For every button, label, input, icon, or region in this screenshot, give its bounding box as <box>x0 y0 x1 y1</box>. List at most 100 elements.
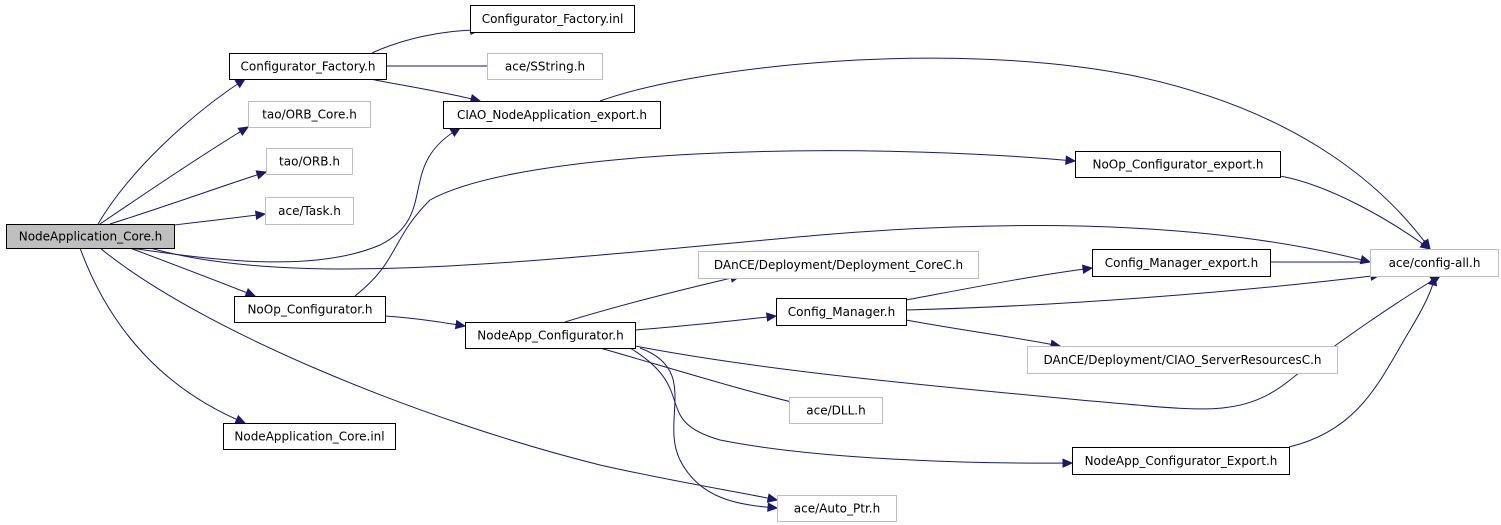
node-label: DAnCE/Deployment/CIAO_ServerResourcesC.h <box>1043 353 1321 367</box>
node-box <box>776 298 907 326</box>
edge-line <box>99 247 778 501</box>
node-ace-auto-ptr-h: ace/Auto_Ptr.h <box>777 495 897 522</box>
node-label: ace/SString.h <box>505 60 585 74</box>
edge-arrowhead <box>766 493 779 503</box>
edge-line <box>634 275 1441 410</box>
edge-arrowhead <box>244 288 257 297</box>
edge-nodeapp_configurator_h-to-config_manager_h <box>634 312 778 331</box>
node-label: Config_Manager_export.h <box>1105 256 1258 270</box>
edge-line <box>905 319 1061 347</box>
node-nodeapplication-core-inl[interactable]: NodeApplication_Core.inl <box>223 423 396 450</box>
node-box <box>6 224 175 249</box>
edge-line <box>173 213 266 226</box>
node-label: ace/DLL.h <box>806 404 865 418</box>
edge-nodeapp_configurator_h-to-dance_deployment_corec_h <box>564 273 742 323</box>
node-box <box>1027 346 1338 374</box>
node-ace-task-h: ace/Task.h <box>265 197 354 225</box>
edge-line <box>354 150 1076 297</box>
node-box <box>698 251 979 279</box>
edge-arrowhead <box>1062 458 1074 468</box>
node-label: NodeApplication_Core.h <box>19 230 163 244</box>
edge-config_manager_h-to-config_manager_export_h <box>905 264 1094 301</box>
edge-nodeapp_configurator_h-to-ace_dll_h <box>599 347 802 407</box>
node-configurator-factory-inl[interactable]: Configurator_Factory.inl <box>470 5 635 33</box>
edge-arrowhead <box>234 414 247 424</box>
edge-line <box>1279 175 1431 250</box>
node-label: tao/ORB_Core.h <box>262 108 357 122</box>
edge-noop_configurator_export_h-to-ace_config_all_h <box>1279 175 1432 250</box>
node-nodeapp-configurator-export-h[interactable]: NodeApp_Configurator_Export.h <box>1072 447 1290 475</box>
edge-line <box>564 275 741 323</box>
edge-nodeapplication_core_h-to-tao_orb_h <box>109 170 268 225</box>
node-label: NodeApp_Configurator.h <box>477 329 623 343</box>
edge-nodeapp_configurator_h-to-ace_auto_ptr_h <box>639 347 779 512</box>
node-label: Config_Manager.h <box>788 305 895 319</box>
edge-line <box>1288 275 1436 448</box>
edge-nodeapp_configurator_export_h-to-ace_config_all_h <box>1288 274 1438 448</box>
node-box <box>234 296 386 323</box>
node-box <box>465 322 636 349</box>
edge-line <box>384 315 466 327</box>
node-box <box>1092 249 1271 277</box>
node-dance-deployment-corec-h: DAnCE/Deployment/Deployment_CoreC.h <box>698 251 979 279</box>
node-nodeapp-configurator-h[interactable]: NodeApp_Configurator.h <box>465 322 636 349</box>
node-label: Configurator_Factory.h <box>241 60 376 74</box>
edge-arrowhead <box>254 210 267 220</box>
edge-nodeapp_configurator_h-to-ace_config_all_h <box>634 275 1442 410</box>
node-box <box>443 101 661 129</box>
edge-nodeapplication_core_h-to-noop_configurator_h <box>129 247 257 297</box>
edge-configurator_factory_h-to-ciao_nodeapplication_export_h <box>369 78 482 104</box>
node-label: CIAO_NodeApplication_export.h <box>457 108 647 122</box>
node-label: ace/Auto_Ptr.h <box>794 502 880 516</box>
node-config-manager-export-h[interactable]: Config_Manager_export.h <box>1092 249 1271 277</box>
node-noop-configurator-export-h[interactable]: NoOp_Configurator_export.h <box>1075 151 1281 178</box>
edge-ciao_nodeapplication_export_h-to-ace_config_all_h <box>599 57 1431 250</box>
edge-configurator_factory_h-to-ace_sstring_h <box>386 61 499 71</box>
node-box <box>1072 447 1290 475</box>
node-box <box>777 495 897 522</box>
edge-line <box>109 171 267 225</box>
edge-line <box>129 127 461 263</box>
node-box <box>1075 151 1281 178</box>
node-label: Configurator_Factory.inl <box>482 12 624 26</box>
edge-arrowhead <box>454 319 467 330</box>
edge-line <box>634 315 777 331</box>
node-ace-config-all-h: ace/config-all.h <box>1370 249 1499 277</box>
node-box <box>248 101 371 128</box>
edges-layer <box>79 25 1442 512</box>
edge-arrowhead <box>234 78 247 89</box>
edge-line <box>99 126 249 225</box>
edge-configurator_factory_h-to-configurator_factory_inl <box>371 25 482 54</box>
node-box <box>229 53 387 80</box>
node-label: ace/config-all.h <box>1389 256 1481 270</box>
node-label: tao/ORB.h <box>279 155 340 169</box>
node-box <box>487 53 603 80</box>
edge-line <box>599 347 801 405</box>
node-configurator-factory-h[interactable]: Configurator_Factory.h <box>229 53 387 80</box>
edge-line <box>905 274 1381 311</box>
edge-arrowhead <box>237 126 250 137</box>
node-ciao-nodeapplication-export-h[interactable]: CIAO_NodeApplication_export.h <box>443 101 661 129</box>
edge-line <box>599 57 1431 250</box>
edge-line <box>371 29 481 54</box>
nodes-layer: NodeApplication_Core.h Configurator_Facto… <box>6 5 1499 522</box>
node-box <box>223 423 396 450</box>
node-noop-configurator-h[interactable]: NoOp_Configurator.h <box>234 296 386 323</box>
edge-arrowhead <box>1081 264 1094 274</box>
node-ace-sstring-h: ace/SString.h <box>487 53 603 80</box>
edge-line <box>79 247 246 424</box>
node-box <box>1370 249 1499 277</box>
edge-line <box>629 347 1073 464</box>
node-box <box>470 5 635 33</box>
node-label: ace/Task.h <box>278 204 341 218</box>
node-nodeapplication-core-h: NodeApplication_Core.h <box>6 224 175 249</box>
edge-line <box>369 78 481 102</box>
node-tao-orb-core-h: tao/ORB_Core.h <box>248 101 371 128</box>
edge-nodeapplication_core_h-to-configurator_factory_h <box>97 78 247 225</box>
edge-nodeapplication_core_h-to-nodeapplication_core_inl <box>79 247 247 424</box>
edge-line <box>97 78 246 225</box>
edge-arrowhead <box>449 127 462 138</box>
node-config-manager-h[interactable]: Config_Manager.h <box>776 298 907 326</box>
edge-noop_configurator_h-to-nodeapp_configurator_h <box>384 315 467 330</box>
